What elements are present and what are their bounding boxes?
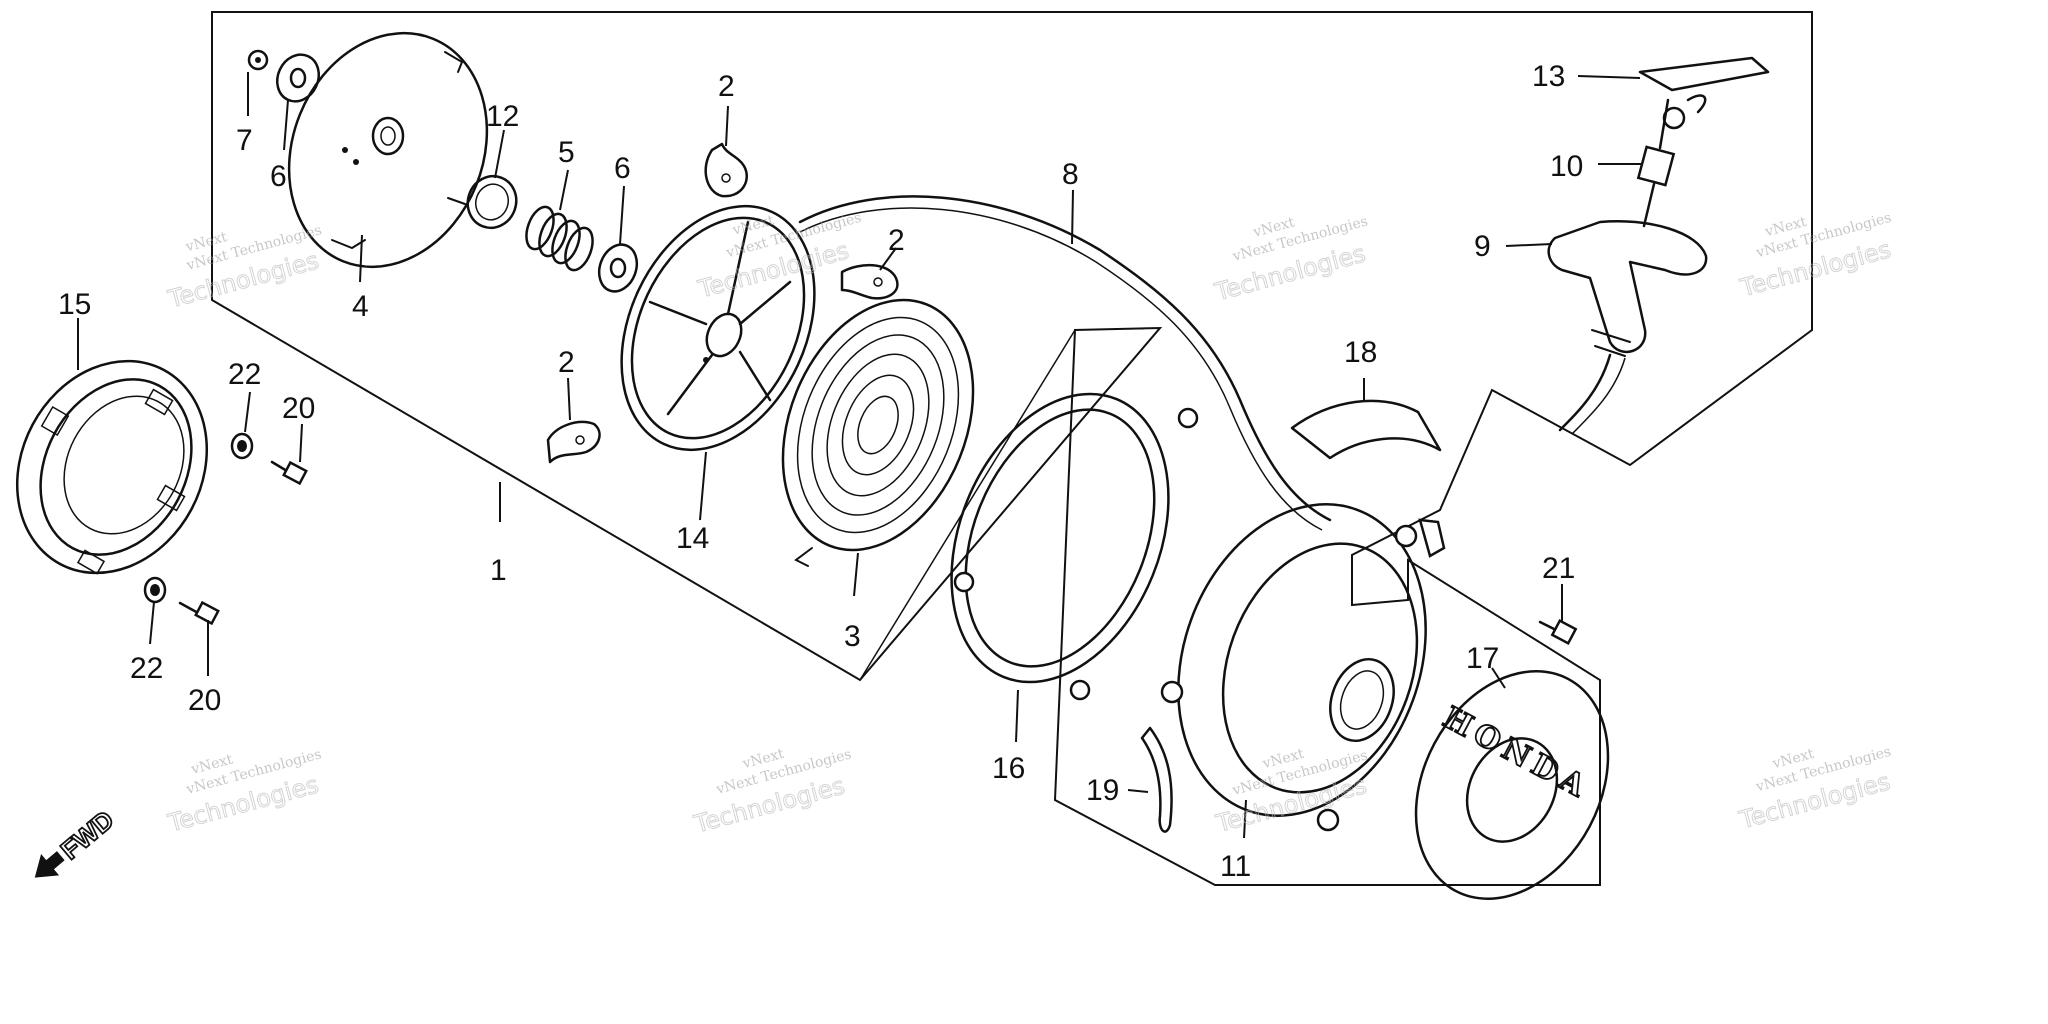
callout-12: 12 bbox=[486, 100, 519, 133]
spring-12-part bbox=[447, 174, 518, 230]
starter-handle-9-part bbox=[1547, 220, 1708, 435]
callout-20-lower: 20 bbox=[188, 684, 221, 717]
starter-rope-8-inner bbox=[799, 207, 1323, 531]
clip-7-part bbox=[247, 49, 269, 71]
callout-5: 5 bbox=[558, 136, 575, 169]
callout-2-bottom: 2 bbox=[558, 346, 575, 379]
callout-8: 8 bbox=[1062, 158, 1079, 191]
housing-ring-part bbox=[15, 359, 209, 575]
bolt-21-part bbox=[1538, 619, 1578, 645]
callout-4: 4 bbox=[352, 290, 369, 323]
callout-14: 14 bbox=[676, 522, 709, 555]
ratchet-pawl-2-bottom bbox=[546, 420, 601, 464]
nut-22-lower bbox=[143, 576, 167, 604]
sleeve-18-part bbox=[1290, 399, 1442, 460]
callout-9: 9 bbox=[1474, 230, 1491, 263]
assembly-outline-inner bbox=[859, 329, 1076, 681]
callout-numbers: 7 6 4 12 5 6 2 2 2 8 13 10 9 18 14 3 1 1… bbox=[58, 60, 1583, 883]
bolt-20-lower bbox=[178, 600, 220, 626]
callout-21: 21 bbox=[1542, 552, 1575, 585]
ratchet-pawl-2-top bbox=[704, 142, 748, 198]
recoil-spring-3-part bbox=[781, 298, 975, 567]
leader-lines bbox=[77, 72, 1642, 839]
label-13-part bbox=[1638, 56, 1770, 92]
washer-6-upper bbox=[275, 53, 321, 103]
callout-17: 17 bbox=[1466, 642, 1499, 675]
friction-plate-4-part bbox=[287, 31, 489, 269]
callout-3: 3 bbox=[844, 620, 861, 653]
fwd-arrow-icon bbox=[34, 851, 65, 878]
callout-19: 19 bbox=[1086, 774, 1119, 807]
fwd-label: FWD bbox=[55, 804, 120, 865]
callout-2-top: 2 bbox=[718, 70, 735, 103]
callout-7: 7 bbox=[236, 124, 253, 157]
nut-22-upper bbox=[230, 432, 254, 460]
emblem-honda-text: HONDA bbox=[1437, 700, 1596, 807]
callout-15: 15 bbox=[58, 288, 91, 321]
coil-spring-5-part bbox=[525, 205, 594, 272]
callout-16: 16 bbox=[992, 752, 1025, 785]
watermarks: vNext vNext Technologies Technologies vN… bbox=[164, 210, 1894, 839]
callout-6-middle: 6 bbox=[614, 152, 631, 185]
starter-rope-8-part bbox=[798, 195, 1332, 522]
washer-6-middle bbox=[597, 243, 639, 293]
recoil-case-11-part bbox=[1160, 503, 1446, 832]
bolt-20-upper bbox=[270, 460, 308, 486]
callout-22-upper: 22 bbox=[228, 358, 261, 391]
guide-19-part bbox=[1140, 726, 1173, 833]
callout-1: 1 bbox=[490, 554, 507, 587]
callout-22-lower: 22 bbox=[130, 652, 163, 685]
callout-13: 13 bbox=[1532, 60, 1565, 93]
rope-retainer-10-part bbox=[1636, 94, 1707, 228]
starter-pulley-14-part bbox=[620, 204, 816, 452]
callout-18: 18 bbox=[1344, 336, 1377, 369]
callout-10: 10 bbox=[1550, 150, 1583, 183]
fwd-arrow: FWD bbox=[34, 803, 120, 878]
callout-2-middle: 2 bbox=[888, 224, 905, 257]
callout-11: 11 bbox=[1220, 850, 1251, 883]
ratchet-pawl-2-middle bbox=[840, 263, 899, 300]
callout-6-upper: 6 bbox=[270, 160, 287, 193]
gasket-16-part bbox=[950, 392, 1199, 701]
callout-20-upper: 20 bbox=[282, 392, 315, 425]
